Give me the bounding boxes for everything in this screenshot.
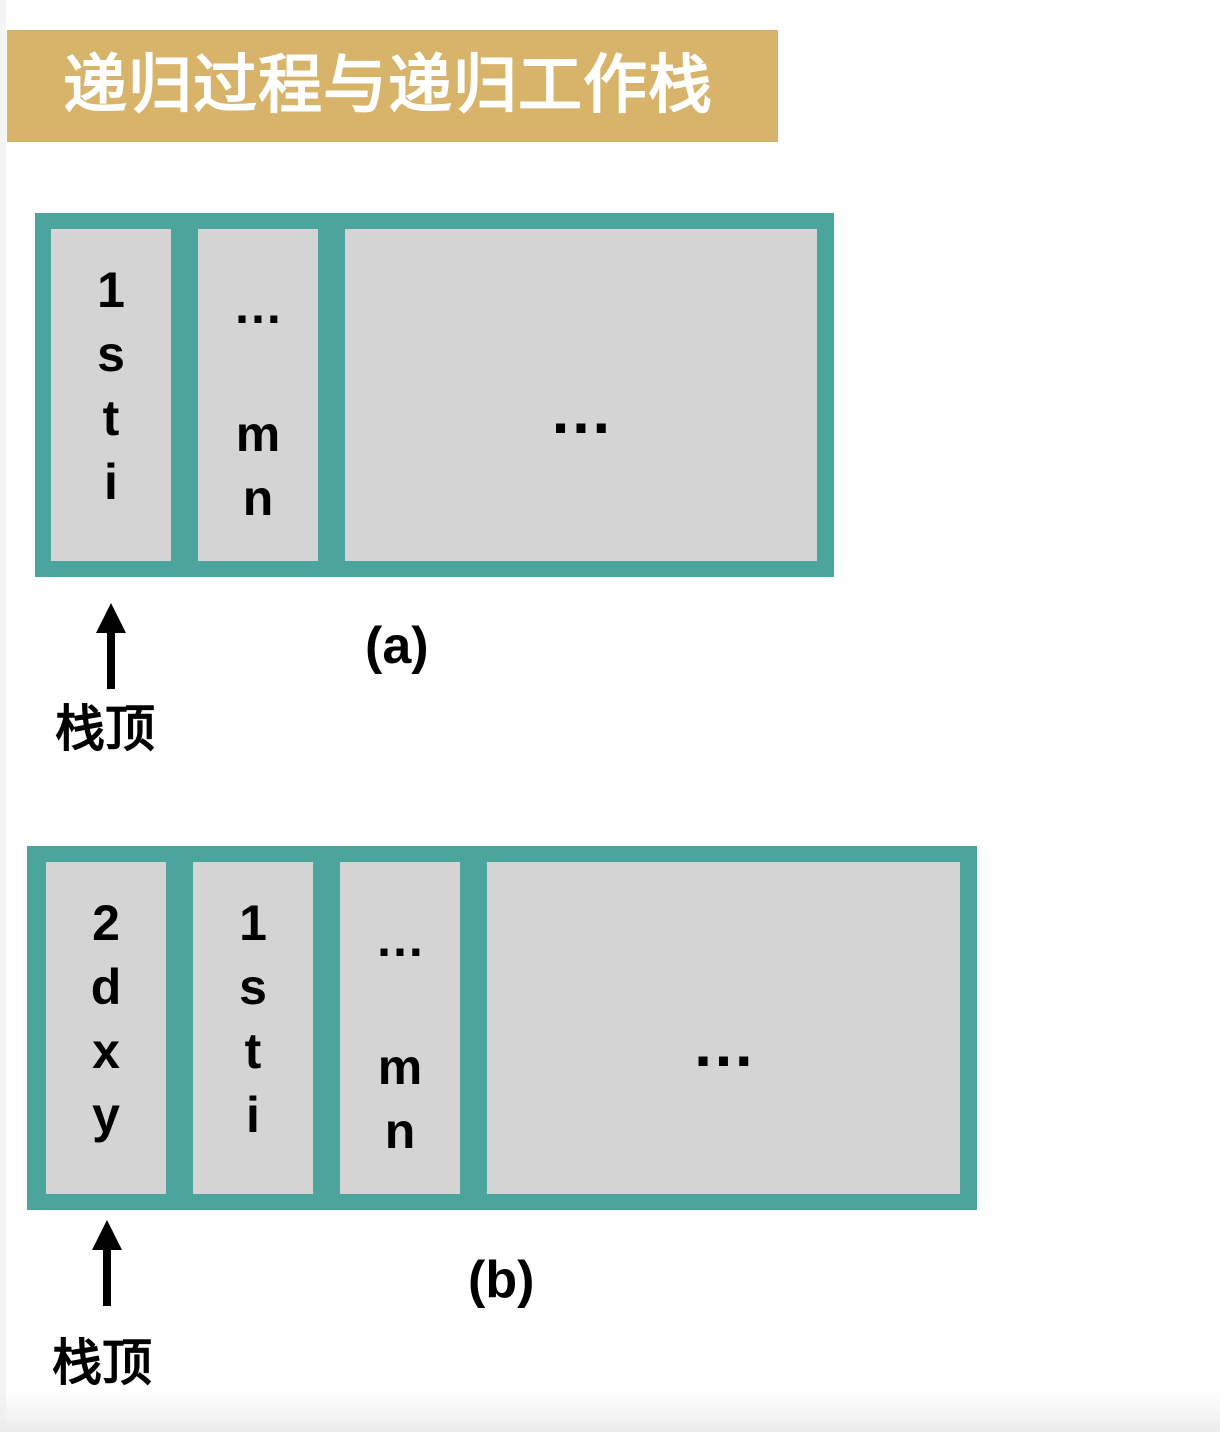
stack-b-frame-main: … m n <box>340 862 460 1194</box>
cell-char: 1 <box>239 895 267 951</box>
cell-char: i <box>104 454 118 510</box>
cell-char: m <box>377 1039 423 1095</box>
ellipsis: … <box>549 375 613 447</box>
stack-b-caption: (b) <box>468 1251 535 1309</box>
cell-char: n <box>384 1103 416 1159</box>
stack-b-frame-2-top: 2 d x y <box>46 862 166 1194</box>
stack-a-frame-1-top: 1 s t i <box>51 229 171 561</box>
stack-a-frame-2: … m n <box>198 229 318 561</box>
bottom-shade <box>0 1392 1220 1432</box>
cell-char: 1 <box>97 262 125 318</box>
cell-char: s <box>97 326 125 382</box>
cell-char: d <box>90 959 122 1015</box>
cell-char: y <box>92 1087 120 1143</box>
cell-char: i <box>246 1087 260 1143</box>
stack-b-top-label: 栈顶 <box>52 1334 152 1392</box>
stack-a-top-label: 栈顶 <box>55 700 155 758</box>
stack-b-frame: 2 d x y 1 s t i … m n … <box>27 846 977 1210</box>
cell-char: t <box>102 390 120 446</box>
title-banner: 递归过程与递归工作栈 <box>7 30 778 142</box>
cell-char: n <box>242 470 274 526</box>
cell-char: s <box>239 959 267 1015</box>
stack-top-arrow-b <box>92 1220 122 1306</box>
cell-char: 2 <box>92 895 120 951</box>
ellipsis: … <box>691 1008 756 1080</box>
ellipsis: … <box>233 278 283 334</box>
page-title: 递归过程与递归工作栈 <box>63 49 713 123</box>
stack-b-frame-1: 1 s t i <box>193 862 313 1194</box>
cell-char: x <box>92 1023 120 1079</box>
cell-char: m <box>235 406 281 462</box>
stack-a-caption: (a) <box>365 617 429 675</box>
ellipsis: … <box>375 911 425 967</box>
stack-a-frame: 1 s t i … m n … <box>35 213 834 577</box>
stack-a-frame-rest: … <box>345 229 817 561</box>
page-left-edge <box>0 0 6 1432</box>
stack-top-arrow-a <box>96 603 126 689</box>
stack-b-frame-rest: … <box>487 862 960 1194</box>
cell-char: t <box>244 1023 262 1079</box>
